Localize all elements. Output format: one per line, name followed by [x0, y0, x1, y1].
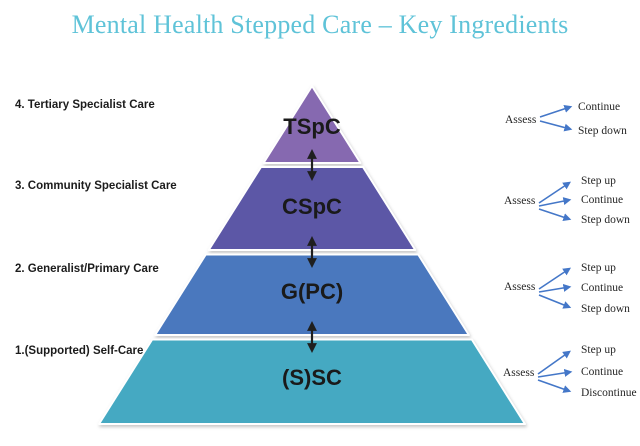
level-4-abbr: TSpC	[283, 114, 341, 139]
outcome-l2-continue: Continue	[581, 282, 624, 294]
side-label-generalist-primary-care: 2. Generalist/Primary Care	[15, 263, 159, 275]
side-label-supported-self-care: 1.(Supported) Self-Care	[15, 345, 144, 357]
pyramid-level-1-shape	[98, 338, 526, 425]
assess-arrow-l1-continue	[537, 368, 573, 378]
assess-arrow-l2-stepdown	[538, 294, 572, 309]
assess-arrow-l4-continue	[539, 104, 573, 118]
outcome-l3-stepdown: Step down	[581, 214, 630, 226]
assess-arrow-l3-stepdown	[538, 208, 572, 222]
outcome-l1-stepup: Step up	[581, 344, 616, 356]
assess-label-level4: Assess	[505, 114, 537, 126]
assess-arrow-l3-stepup	[538, 181, 571, 204]
outcome-l2-stepup: Step up	[581, 262, 616, 274]
assess-arrow-l2-stepup	[538, 267, 571, 290]
outcome-l1-continue: Continue	[581, 366, 624, 378]
pyramid-level-2-shape	[154, 253, 470, 336]
outcome-l4-stepdown: Step down	[578, 125, 627, 137]
assess-arrow-l2-continue	[538, 283, 572, 293]
side-label-community-specialist-care: 3. Community Specialist Care	[15, 180, 177, 192]
outcome-l4-continue: Continue	[578, 101, 621, 113]
assess-arrows-group	[537, 104, 573, 393]
page-title: Mental Health Stepped Care – Key Ingredi…	[71, 10, 569, 39]
outcome-l1-discontinue: Discontinue	[581, 387, 637, 399]
level-3-abbr: CSpC	[282, 194, 342, 219]
assess-arrow-l4-stepdown	[539, 120, 573, 132]
assess-label-level2: Assess	[504, 281, 536, 293]
side-label-tertiary-specialist-care: 4. Tertiary Specialist Care	[15, 99, 155, 111]
outcome-l2-stepdown: Step down	[581, 303, 630, 315]
pyramid-level-3-shape	[207, 166, 417, 251]
outcome-l3-continue: Continue	[581, 194, 624, 206]
assess-arrow-l3-continue	[538, 197, 572, 207]
assess-arrow-l1-discontinue	[537, 379, 572, 393]
level-1-abbr: (S)SC	[282, 365, 342, 390]
assess-label-level1: Assess	[503, 367, 535, 379]
assess-label-level3: Assess	[504, 195, 536, 207]
level-2-abbr: G(PC)	[280, 279, 344, 304]
outcome-l3-stepup: Step up	[581, 175, 616, 187]
assess-arrow-l1-stepup	[537, 350, 571, 375]
